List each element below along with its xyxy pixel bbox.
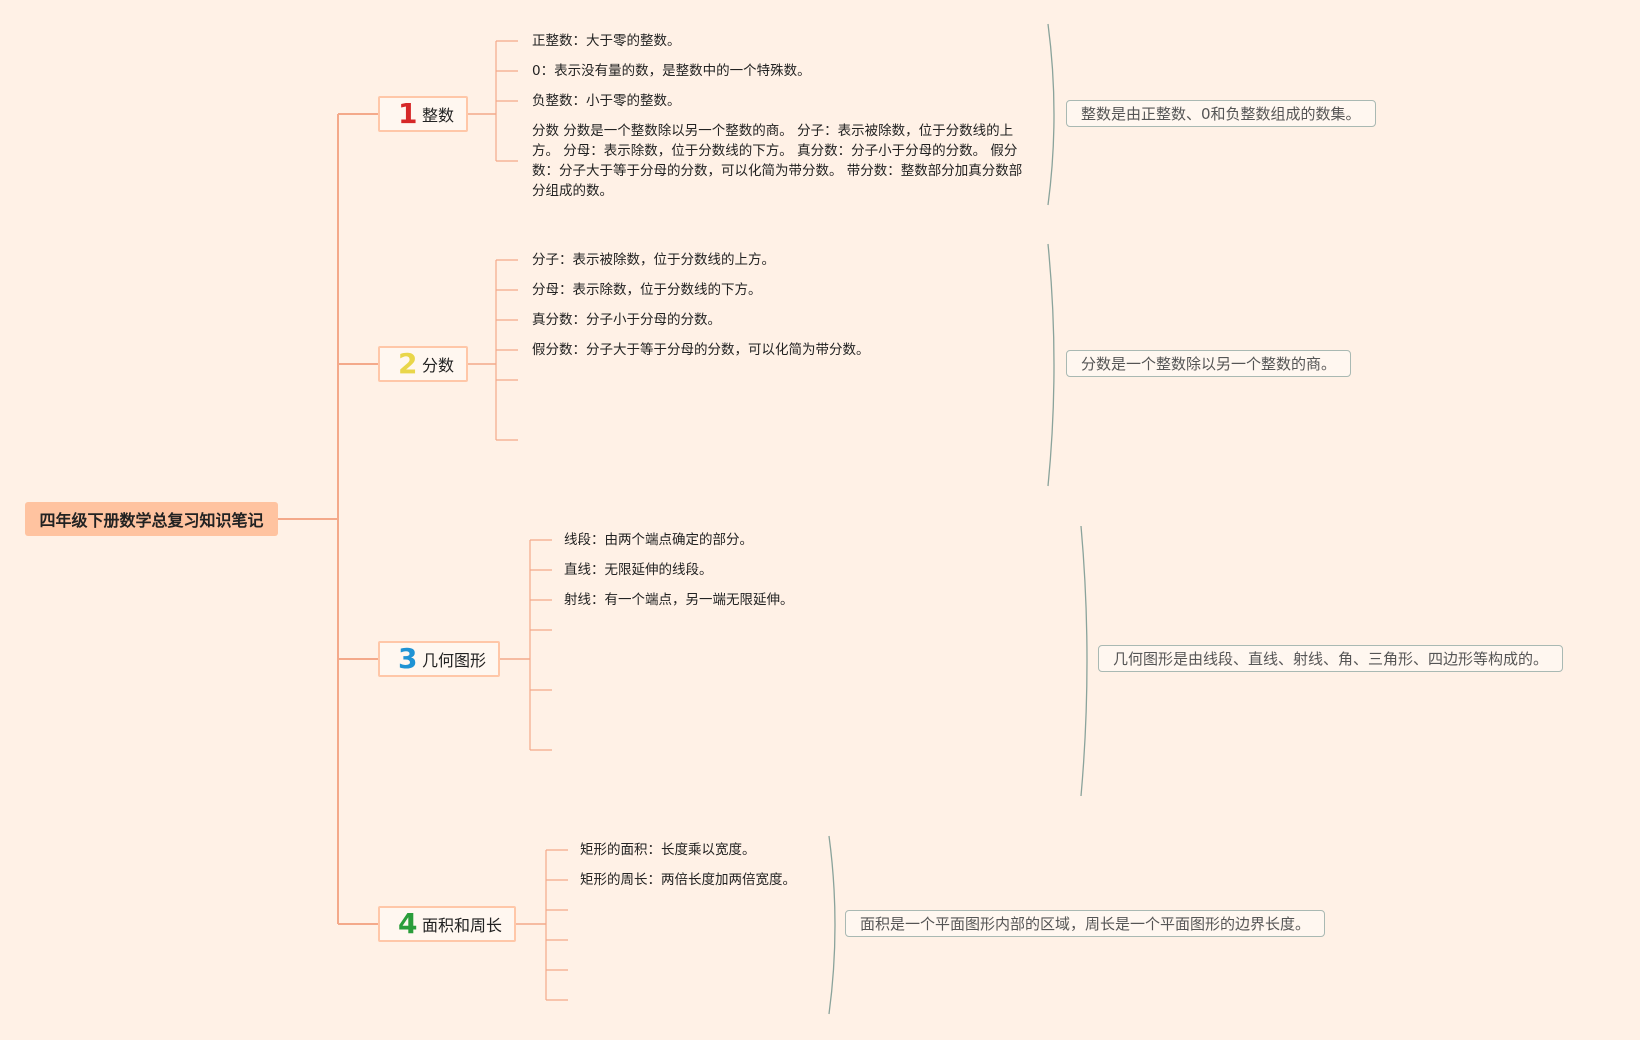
summary-brace [1047, 23, 1055, 206]
leaf-item[interactable]: 矩形的面积：长度乘以宽度。 [580, 842, 756, 858]
leaf-item[interactable]: 0：表示没有量的数，是整数中的一个特殊数。 [532, 63, 811, 79]
root-topic[interactable]: 四年级下册数学总复习知识笔记 [25, 502, 278, 536]
number-4-icon: 4 [398, 907, 418, 940]
branch-label: 分数 [422, 356, 455, 375]
branch-label: 几何图形 [422, 651, 487, 670]
number-3-icon: 3 [398, 642, 418, 675]
summary-box[interactable]: 整数是由正整数、0和负整数组成的数集。 [1066, 100, 1376, 127]
number-2-icon: 2 [398, 347, 418, 380]
leaf-item[interactable]: 负整数：小于零的整数。 [532, 93, 681, 109]
branch-integers[interactable]: 1 整数 [378, 96, 468, 132]
leaf-item[interactable]: 线段：由两个端点确定的部分。 [564, 532, 753, 548]
branch-area-perimeter[interactable]: 4 面积和周长 [378, 906, 516, 942]
summary-box[interactable]: 几何图形是由线段、直线、射线、角、三角形、四边形等构成的。 [1098, 645, 1564, 672]
number-1-icon: 1 [398, 97, 418, 130]
summary-box[interactable]: 面积是一个平面图形内部的区域，周长是一个平面图形的边界长度。 [845, 910, 1326, 937]
summary-box[interactable]: 分数是一个整数除以另一个整数的商。 [1066, 350, 1352, 377]
leaf-item[interactable]: 正整数：大于零的整数。 [532, 33, 681, 49]
summary-brace [1047, 243, 1055, 487]
branch-label: 整数 [422, 106, 455, 125]
leaf-item[interactable]: 分母：表示除数，位于分数线的下方。 [532, 282, 762, 298]
leaf-item[interactable]: 真分数：分子小于分母的分数。 [532, 312, 721, 328]
branch-label: 面积和周长 [422, 916, 503, 935]
summary-brace [1080, 525, 1088, 797]
leaf-item[interactable]: 分数 分数是一个整数除以另一个整数的商。 分子：表示被除数，位于分数线的上方。 … [532, 123, 1023, 199]
leaf-item[interactable]: 射线：有一个端点，另一端无限延伸。 [564, 592, 794, 608]
root-title: 四年级下册数学总复习知识笔记 [39, 511, 264, 530]
summary-brace [828, 835, 836, 1015]
branch-fractions[interactable]: 2 分数 [378, 346, 468, 382]
branch-geometry[interactable]: 3 几何图形 [378, 641, 500, 677]
leaf-item[interactable]: 分子：表示被除数，位于分数线的上方。 [532, 252, 775, 268]
leaf-item[interactable]: 假分数：分子大于等于分母的分数，可以化简为带分数。 [532, 342, 870, 358]
leaf-item[interactable]: 直线：无限延伸的线段。 [564, 562, 713, 578]
leaf-item[interactable]: 矩形的周长：两倍长度加两倍宽度。 [580, 872, 796, 888]
